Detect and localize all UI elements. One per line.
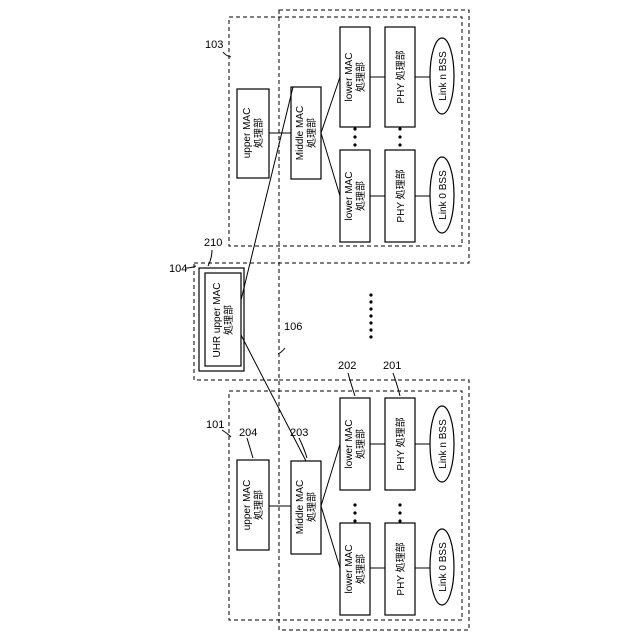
- middle-dot: [369, 328, 372, 331]
- leader-201: [393, 373, 400, 396]
- bottom-middle-to-lower-n-line: [321, 444, 340, 506]
- svg-text:upper MAC: upper MAC: [242, 480, 253, 531]
- svg-text:Link 0 BSS: Link 0 BSS: [438, 170, 449, 220]
- top-middle-to-lower-n-line: [321, 77, 340, 133]
- middle-dot: [369, 321, 372, 324]
- bottom-phy-dot: [398, 503, 401, 506]
- svg-text:upper MAC: upper MAC: [242, 108, 253, 159]
- leader-210: [208, 250, 212, 266]
- bottom-phy-0-label: PHY 処理部: [394, 542, 407, 595]
- bottom-phy-dot: [398, 511, 401, 514]
- svg-text:処理部: 処理部: [305, 118, 318, 148]
- svg-text:Middle MAC: Middle MAC: [295, 480, 306, 534]
- bottom-phy-n-label: PHY 処理部: [394, 417, 407, 470]
- top-phy-dot: [398, 127, 401, 130]
- top-bss-0-label: Link 0 BSS: [438, 170, 449, 220]
- ref-201: 201: [383, 360, 401, 372]
- svg-text:Link 0 BSS: Link 0 BSS: [438, 542, 449, 592]
- top-phy-0-label: PHY 処理部: [394, 169, 407, 222]
- bottom-lower-dot: [353, 519, 356, 522]
- bottom-lower-dot: [353, 503, 356, 506]
- bottom-phy-dot: [398, 519, 401, 522]
- bottom-bss-0-label: Link 0 BSS: [438, 542, 449, 592]
- leader-204: [247, 438, 253, 458]
- svg-text:Link n BSS: Link n BSS: [438, 51, 449, 101]
- top-phy-dot: [398, 143, 401, 146]
- svg-text:PHY 処理部: PHY 処理部: [394, 169, 407, 222]
- ref-104: 104: [169, 263, 187, 275]
- svg-text:lower MAC: lower MAC: [344, 420, 355, 469]
- svg-text:処理部: 処理部: [222, 305, 235, 335]
- top-lower-dot: [353, 143, 356, 146]
- top-middle-to-lower-0-line: [321, 133, 340, 196]
- ref-203: 203: [290, 427, 308, 439]
- top-bss-n-label: Link n BSS: [438, 51, 449, 101]
- svg-text:PHY 処理部: PHY 処理部: [394, 50, 407, 103]
- top-phy-dot: [398, 135, 401, 138]
- svg-text:Link n BSS: Link n BSS: [438, 419, 449, 469]
- svg-text:lower MAC: lower MAC: [344, 172, 355, 221]
- middle-dot: [369, 314, 372, 317]
- leader-202: [348, 373, 355, 396]
- svg-text:PHY 処理部: PHY 処理部: [394, 417, 407, 470]
- svg-text:Middle MAC: Middle MAC: [295, 106, 306, 160]
- svg-text:UHR upper MAC: UHR upper MAC: [212, 282, 223, 357]
- top-lower-dot: [353, 127, 356, 130]
- ref-204: 204: [239, 427, 257, 439]
- bottom-middle-to-lower-0-line: [321, 506, 340, 568]
- svg-text:lower MAC: lower MAC: [344, 545, 355, 594]
- ref-210: 210: [204, 237, 222, 249]
- svg-text:処理部: 処理部: [305, 492, 318, 522]
- middle-dot: [369, 293, 372, 296]
- svg-text:処理部: 処理部: [252, 490, 265, 520]
- middle-dot: [369, 335, 372, 338]
- svg-text:処理部: 処理部: [354, 62, 367, 92]
- svg-text:処理部: 処理部: [354, 554, 367, 584]
- svg-text:処理部: 処理部: [252, 118, 265, 148]
- svg-text:処理部: 処理部: [354, 429, 367, 459]
- leader-103: [223, 52, 231, 57]
- bottom-bss-n-label: Link n BSS: [438, 419, 449, 469]
- bottom-lower-dot: [353, 511, 356, 514]
- uhr-to-bottom-middle-line: [241, 335, 306, 461]
- ref-101: 101: [206, 419, 224, 431]
- top-lower-dot: [353, 135, 356, 138]
- middle-dot: [369, 300, 372, 303]
- ref-202: 202: [338, 360, 356, 372]
- uhr-upper-mac-box: [205, 273, 241, 366]
- ref-103: 103: [205, 39, 223, 51]
- svg-text:PHY 処理部: PHY 処理部: [394, 542, 407, 595]
- top-phy-n-label: PHY 処理部: [394, 50, 407, 103]
- middle-dot: [369, 307, 372, 310]
- ref-106: 106: [284, 321, 302, 333]
- leader-101: [222, 430, 231, 437]
- svg-text:lower MAC: lower MAC: [344, 53, 355, 102]
- svg-text:処理部: 処理部: [354, 181, 367, 211]
